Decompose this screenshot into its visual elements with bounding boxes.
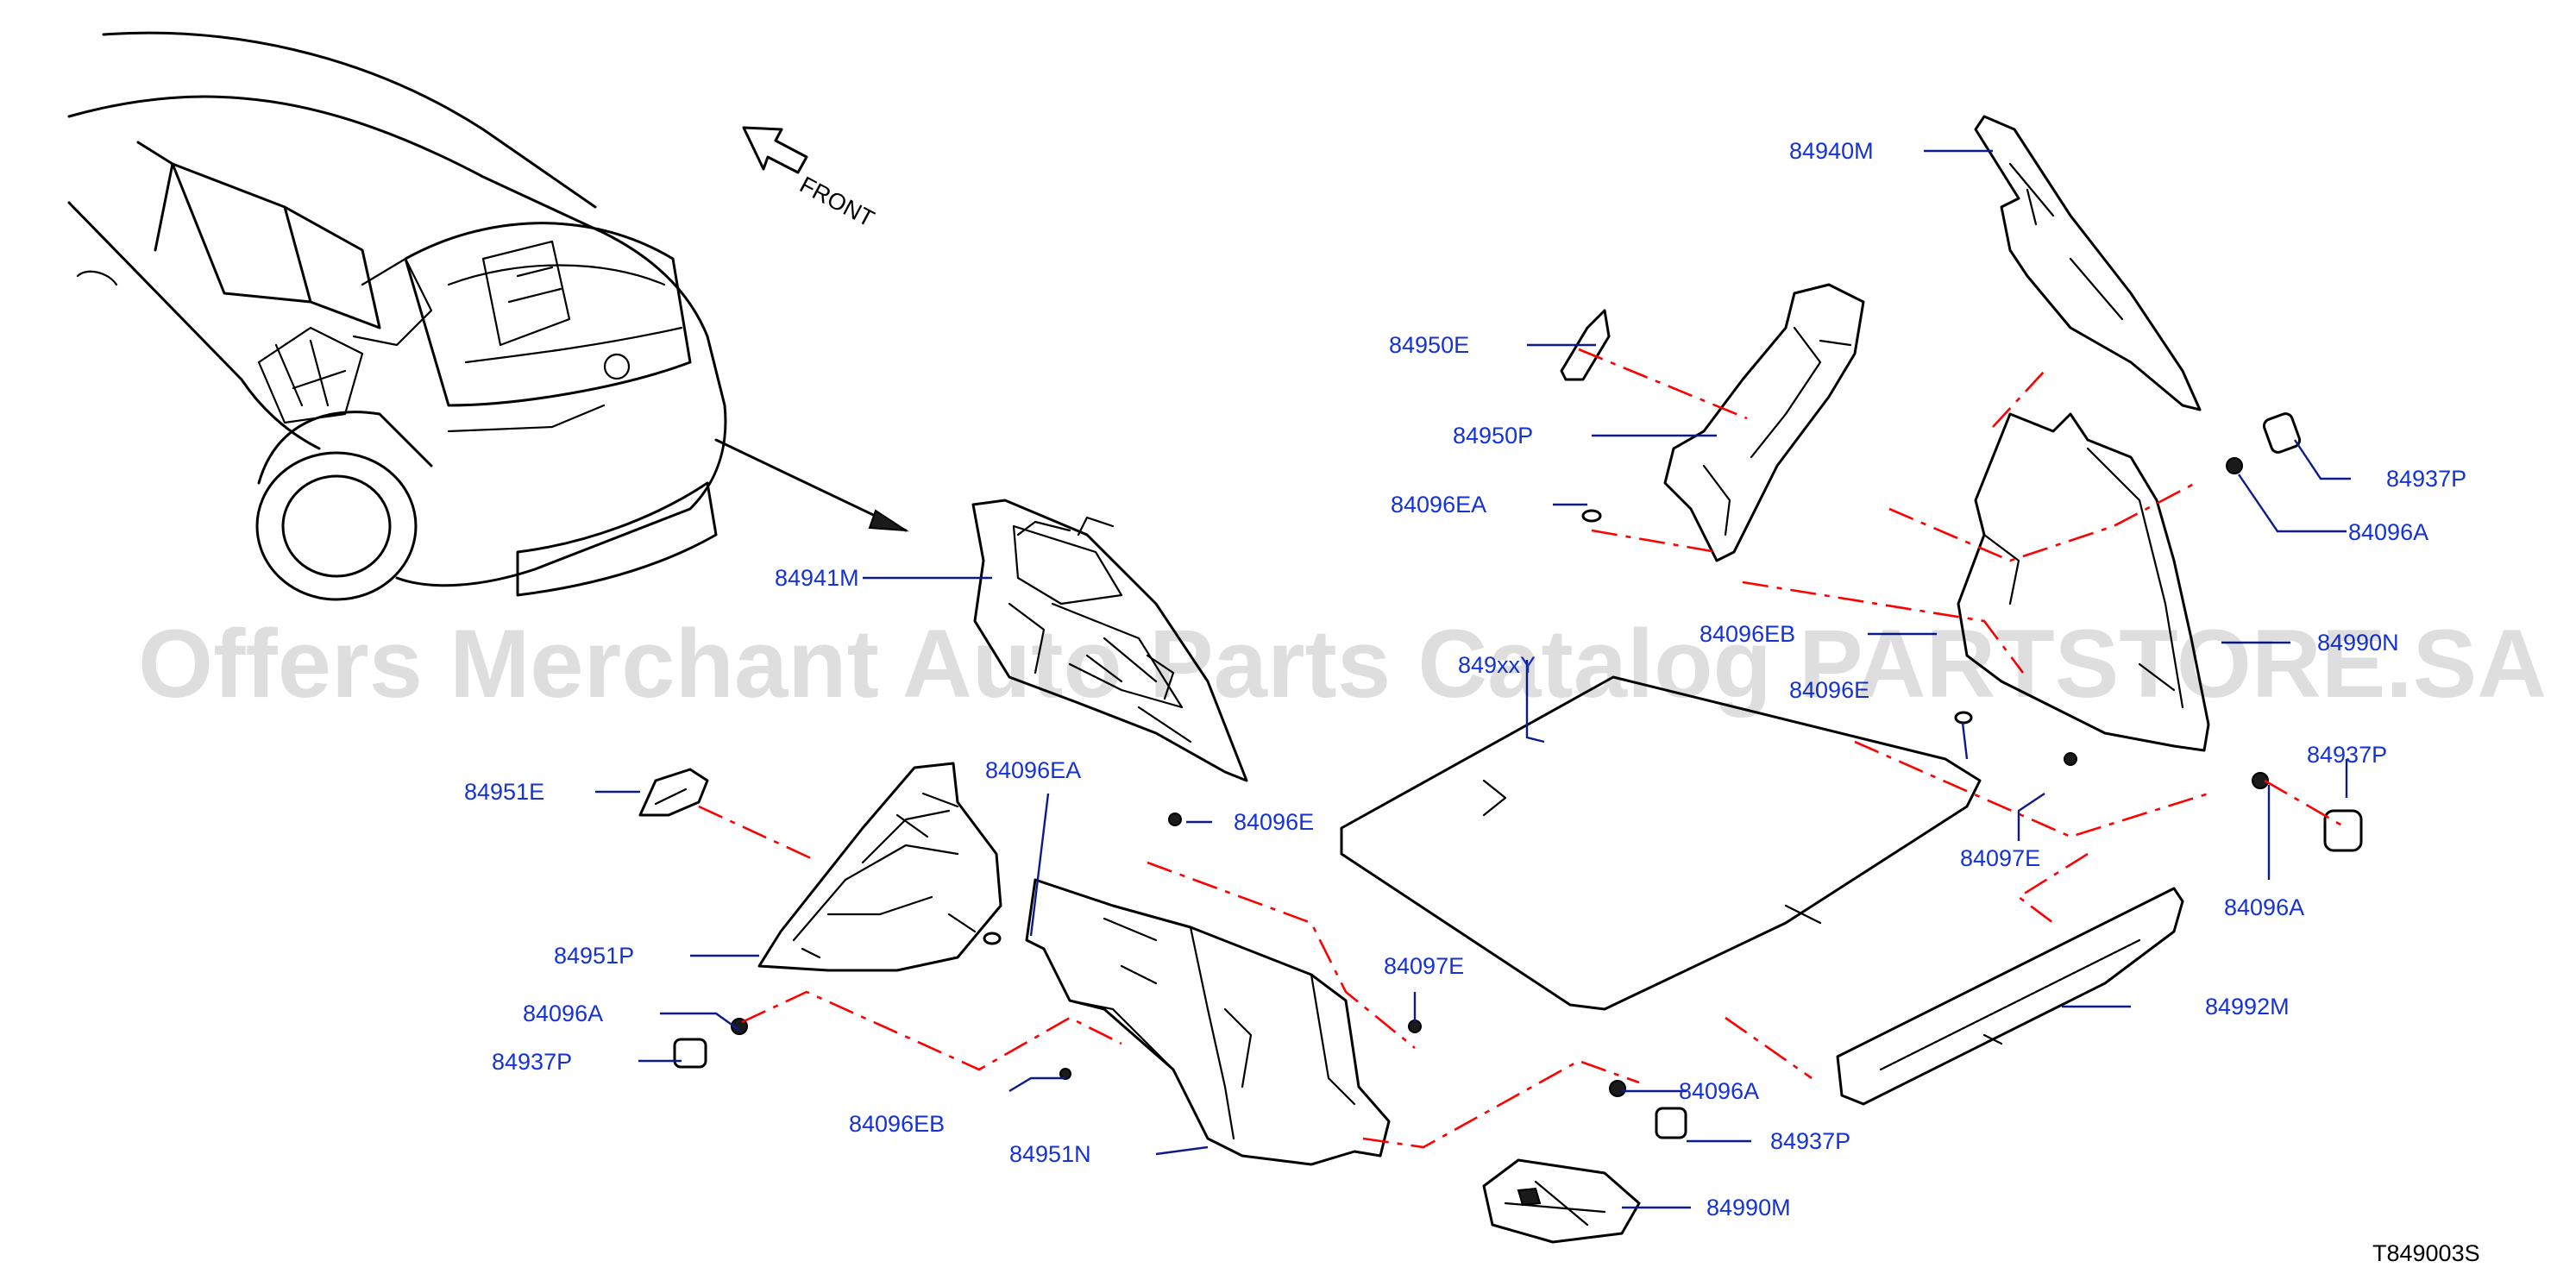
part-84950p [1663, 283, 1865, 562]
callout-84950p: 84950P [1453, 423, 1533, 449]
callout-84992m: 84992M [2205, 994, 2290, 1020]
part-84941m [971, 499, 1248, 782]
callout-labels: 84940M 84950E 84950P 84096EA 84937P 8409… [464, 138, 2466, 1220]
callout-84937p-top-right: 84937P [2386, 466, 2466, 492]
fasteners [673, 412, 2363, 1139]
part-84951e [638, 768, 709, 817]
callout-84950e: 84950E [1389, 332, 1469, 358]
callout-84937p-bottom: 84937P [1770, 1128, 1850, 1154]
callout-84096ea-left: 84096EA [985, 757, 1081, 783]
vehicle-rear-view [67, 31, 909, 601]
assembly-guides [698, 348, 2347, 1149]
callout-84990n: 84990N [2317, 630, 2399, 656]
callout-84951n: 84951N [1009, 1141, 1091, 1167]
watermark: Offers Merchant Auto Parts Catalog PARTS… [138, 610, 2547, 718]
callout-84937p-right: 84937P [2307, 742, 2387, 768]
part-84990m [1482, 1158, 1641, 1244]
callout-84990m: 84990M [1706, 1195, 1791, 1220]
front-direction-indicator: FRONT [742, 126, 878, 232]
part-84951p [757, 762, 1002, 972]
part-floor-board [1340, 675, 1982, 1011]
drawing-code: T849003S [2372, 1240, 2480, 1266]
callout-84096eb-bottom: 84096EB [849, 1111, 945, 1137]
callout-84096a-right: 84096A [2224, 894, 2304, 920]
part-84950e [1560, 309, 1611, 381]
front-label: FRONT [795, 172, 878, 232]
callout-84937p-left: 84937P [492, 1049, 572, 1075]
callout-84097e-right: 84097E [1960, 845, 2040, 871]
callout-84096a-bottom: 84096A [1679, 1078, 1759, 1104]
part-84940m [1974, 115, 2202, 411]
leader-lines [595, 149, 2351, 1209]
callout-84951e: 84951E [464, 779, 544, 805]
part-84951n [1025, 878, 1391, 1166]
callout-84940m: 84940M [1789, 138, 1874, 164]
callout-84096ea-top: 84096EA [1391, 492, 1486, 518]
callout-84097e-middle: 84097E [1384, 953, 1464, 979]
callout-84096eb-middle: 84096EB [1700, 621, 1795, 647]
callout-84096e-left: 84096E [1234, 809, 1314, 835]
part-84992m [1836, 887, 2184, 1106]
callout-84096e-middle: 84096E [1789, 677, 1869, 703]
callout-84096a-top-right: 84096A [2348, 519, 2428, 545]
part-84990n [1957, 412, 2210, 752]
callout-849xxy: 849xxY [1458, 652, 1536, 678]
callout-84951p: 84951P [554, 943, 634, 969]
callout-84096a-left: 84096A [523, 1001, 603, 1026]
callout-84941m: 84941M [775, 565, 859, 591]
